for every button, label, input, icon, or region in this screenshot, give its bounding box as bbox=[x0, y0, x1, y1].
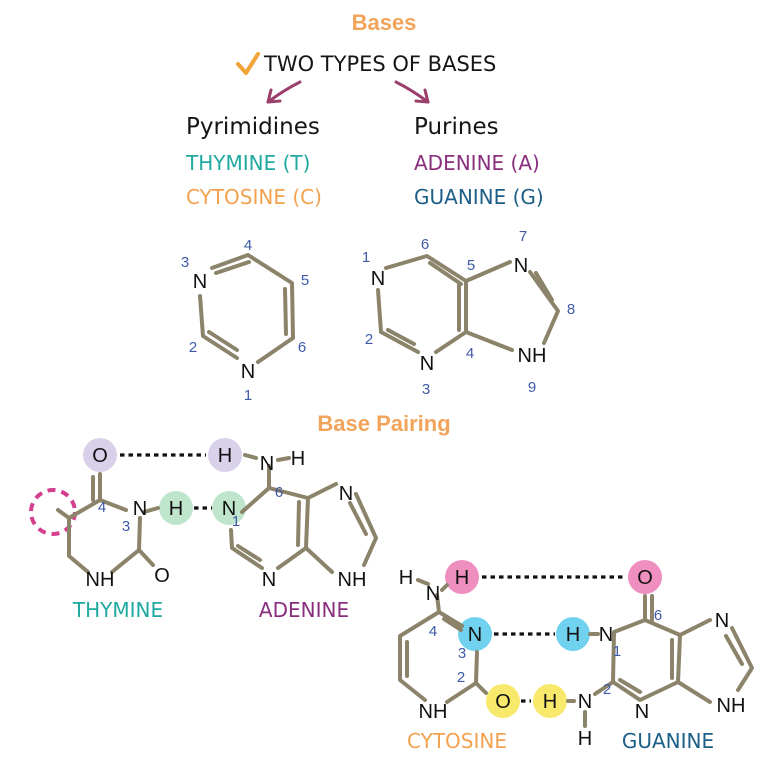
t-num-3: 3 bbox=[122, 518, 130, 535]
pyrimidine-num-4: 4 bbox=[244, 237, 252, 254]
purines-heading: Purines bbox=[414, 114, 499, 140]
base-pairing-title: Base Pairing bbox=[317, 411, 450, 436]
g-h2b-atom: H bbox=[578, 728, 592, 750]
a-n3-atom: N bbox=[262, 569, 276, 591]
t-n3-atom: N bbox=[133, 498, 147, 520]
cg-cytosine-label: CYTOSINE bbox=[407, 729, 507, 753]
two-types-text: TWO TYPES OF BASES bbox=[263, 52, 496, 76]
a-h6-atom: H bbox=[218, 445, 232, 467]
a-nh9-atom: NH bbox=[338, 569, 367, 591]
purine-num-2: 2 bbox=[365, 331, 373, 348]
methyl-group-marker bbox=[29, 488, 77, 536]
c-n3-atom: N bbox=[468, 624, 482, 646]
cytosine-item: CYTOSINE (C) bbox=[186, 185, 322, 209]
adenine-item: ADENINE (A) bbox=[414, 151, 540, 175]
g-nh9-atom: NH bbox=[717, 695, 746, 717]
purine-num-7: 7 bbox=[519, 228, 527, 245]
at-pair: O N H NH O 4 3 H N H N N N NH 6 1 THYMIN… bbox=[29, 438, 378, 622]
t-num-4: 4 bbox=[98, 499, 106, 516]
g-o6-atom: O bbox=[637, 567, 653, 589]
arrow-left-icon bbox=[266, 80, 302, 104]
t-nh1-atom: NH bbox=[86, 569, 115, 591]
c-o2-atom: O bbox=[495, 691, 511, 713]
pyrimidines-heading: Pyrimidines bbox=[186, 114, 320, 140]
t-h3-atom: H bbox=[169, 498, 183, 520]
a-n1-atom: N bbox=[222, 498, 236, 520]
bubble-t-o4 bbox=[83, 438, 117, 472]
pyrimidine-n1: N bbox=[241, 361, 255, 383]
thymine-item: THYMINE (T) bbox=[185, 151, 310, 175]
at-thymine-label: THYMINE bbox=[72, 598, 163, 622]
purine-n7: N bbox=[514, 255, 528, 277]
at-adenine-label: ADENINE bbox=[259, 598, 349, 622]
purine-num-5: 5 bbox=[467, 257, 475, 274]
pyrimidine-num-5: 5 bbox=[301, 272, 309, 289]
a-n7-atom: N bbox=[339, 483, 353, 505]
bubble-g-h2 bbox=[533, 684, 567, 718]
g-num-6: 6 bbox=[654, 607, 662, 624]
arrow-right-icon bbox=[394, 80, 430, 104]
a-n6-atom: N bbox=[260, 453, 274, 475]
purine-num-1: 1 bbox=[362, 249, 370, 266]
g-n3-atom: N bbox=[635, 701, 649, 723]
bubble-g-h1 bbox=[556, 617, 590, 651]
pyrimidine-structure: N N 1 2 3 4 5 6 bbox=[181, 237, 309, 404]
g-n2-atom: N bbox=[578, 691, 592, 713]
a-h6b-atom: H bbox=[291, 448, 305, 470]
purine-num-6: 6 bbox=[421, 236, 429, 253]
bubble-g-o6 bbox=[628, 560, 662, 594]
c-nh1-atom: NH bbox=[419, 701, 448, 723]
purine-num-4: 4 bbox=[466, 345, 474, 362]
g-num-2: 2 bbox=[603, 681, 611, 698]
t-o4-atom: O bbox=[92, 445, 108, 467]
bubble-c-o2 bbox=[486, 684, 520, 718]
purine-nh9: NH bbox=[518, 345, 547, 367]
purine-num-9: 9 bbox=[528, 379, 536, 396]
bubble-t-h3 bbox=[159, 491, 193, 525]
purine-num-8: 8 bbox=[567, 301, 575, 318]
bubble-c-n3 bbox=[458, 617, 492, 651]
g-h1-atom: H bbox=[566, 624, 580, 646]
cg-guanine-label: GUANINE bbox=[622, 729, 714, 753]
c-h4b-atom: H bbox=[399, 567, 413, 589]
c-num-2: 2 bbox=[457, 669, 465, 686]
bubble-c-h4 bbox=[445, 560, 479, 594]
g-n7-atom: N bbox=[715, 610, 729, 632]
c-h4-atom: H bbox=[455, 567, 469, 589]
g-n1-atom: N bbox=[599, 624, 613, 646]
cg-pair: H N H N O NH 4 3 2 O H N H N H N N NH 6 … bbox=[398, 560, 754, 753]
a-num-1: 1 bbox=[232, 513, 240, 530]
c-n4-atom: N bbox=[426, 583, 440, 605]
pyrimidine-num-6: 6 bbox=[298, 339, 306, 356]
bubble-a-h6 bbox=[208, 438, 242, 472]
guanine-item: GUANINE (G) bbox=[414, 185, 544, 209]
purine-n3: N bbox=[420, 353, 434, 375]
t-o2-atom: O bbox=[154, 565, 170, 587]
pyrimidine-num-3: 3 bbox=[181, 254, 189, 271]
bubble-a-n1 bbox=[212, 491, 246, 525]
checkmark-icon bbox=[236, 52, 260, 75]
pyrimidine-num-2: 2 bbox=[189, 339, 197, 356]
pyrimidine-num-1: 1 bbox=[244, 387, 252, 404]
purine-n1: N bbox=[371, 268, 385, 290]
g-h2-atom: H bbox=[543, 691, 557, 713]
c-num-4: 4 bbox=[429, 623, 437, 640]
c-num-3: 3 bbox=[458, 645, 466, 662]
purine-structure: N N N NH 1 2 3 4 5 6 7 8 9 bbox=[362, 228, 575, 398]
purine-num-3: 3 bbox=[422, 381, 430, 398]
a-num-6: 6 bbox=[275, 484, 283, 501]
g-num-1: 1 bbox=[613, 643, 621, 660]
pyrimidine-n3: N bbox=[193, 271, 207, 293]
bases-title: Bases bbox=[352, 10, 417, 35]
